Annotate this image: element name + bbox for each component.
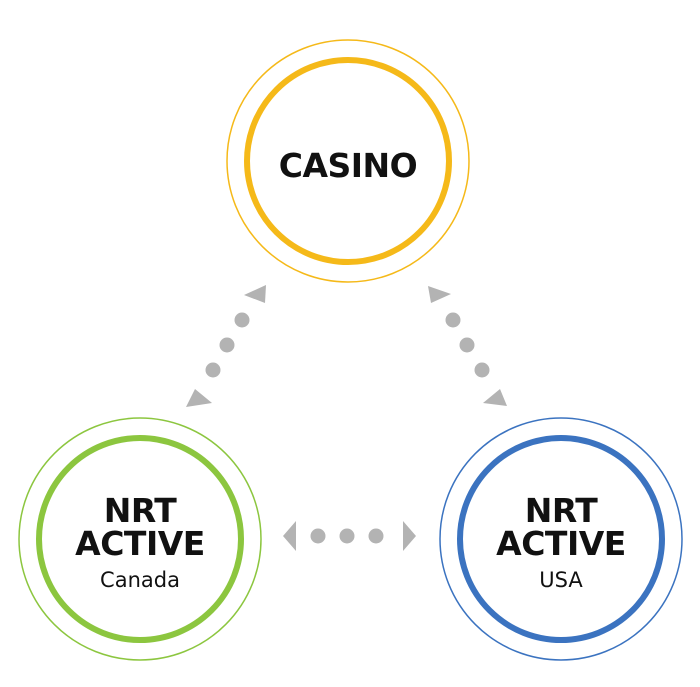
connector-casino-canada bbox=[186, 285, 266, 407]
connector-dot bbox=[339, 528, 355, 544]
connector-dot bbox=[474, 362, 490, 378]
node-nrt-active-canada: NRT ACTIVE Canada bbox=[18, 417, 262, 661]
node-inner-ring bbox=[457, 435, 665, 643]
node-outer-ring bbox=[226, 39, 470, 283]
connector-dot bbox=[368, 528, 384, 544]
node-title: CASINO bbox=[279, 146, 417, 185]
node-title-line-1: NRT bbox=[525, 491, 599, 530]
connector-canada-usa bbox=[283, 521, 416, 551]
node-title-line-2: ACTIVE bbox=[75, 524, 205, 563]
arrowhead-icon bbox=[483, 389, 507, 406]
node-inner-ring bbox=[36, 435, 244, 643]
node-outer-ring bbox=[18, 417, 262, 661]
node-sublabel: Canada bbox=[100, 568, 180, 592]
connector-casino-usa bbox=[428, 286, 507, 406]
node-outer-ring bbox=[439, 417, 683, 661]
node-nrt-active-usa: NRT ACTIVE USA bbox=[439, 417, 683, 661]
connector-dot bbox=[205, 362, 221, 378]
arrowhead-icon bbox=[186, 389, 212, 407]
node-casino: CASINO bbox=[226, 39, 470, 283]
node-sublabel: USA bbox=[539, 568, 583, 592]
node-title-line-2: ACTIVE bbox=[496, 524, 626, 563]
arrowhead-icon bbox=[283, 521, 296, 551]
arrowhead-icon bbox=[244, 285, 266, 303]
node-title-line-1: NRT bbox=[104, 491, 178, 530]
connector-dot bbox=[234, 312, 250, 328]
connector-dot bbox=[310, 528, 326, 544]
connector-dot bbox=[459, 337, 475, 353]
arrowhead-icon bbox=[403, 521, 416, 551]
connector-dot bbox=[445, 312, 461, 328]
arrowhead-icon bbox=[428, 286, 451, 303]
connector-dot bbox=[219, 337, 235, 353]
node-inner-ring bbox=[244, 57, 452, 265]
